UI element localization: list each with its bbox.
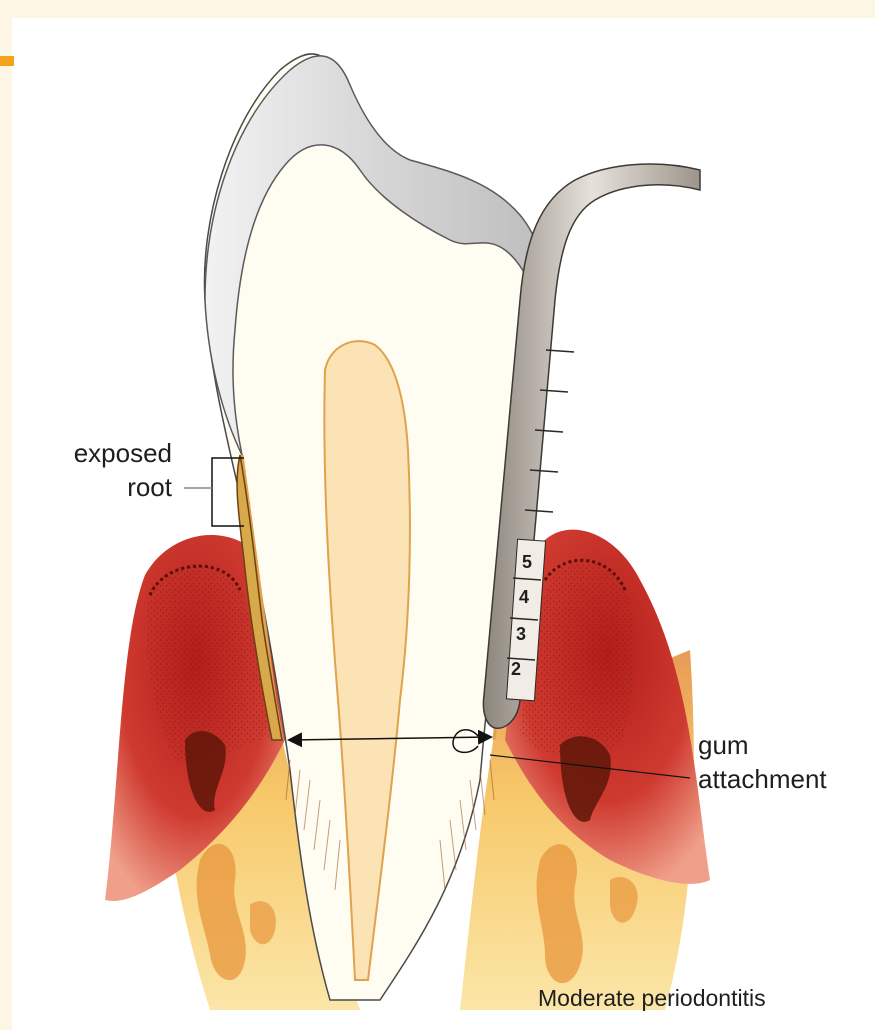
label-gum-attachment-line1: gum [698,730,749,760]
label-exposed-root-line2: root [127,472,173,502]
probe-mark-3: 3 [516,624,526,644]
probe-mark-2: 2 [511,659,521,679]
probe-mark-4: 4 [519,587,529,607]
caption: Moderate periodontitis [538,985,766,1011]
label-exposed-root-line1: exposed [74,438,172,468]
label-gum-attachment-line2: attachment [698,764,827,794]
probe-mark-5: 5 [522,552,532,572]
